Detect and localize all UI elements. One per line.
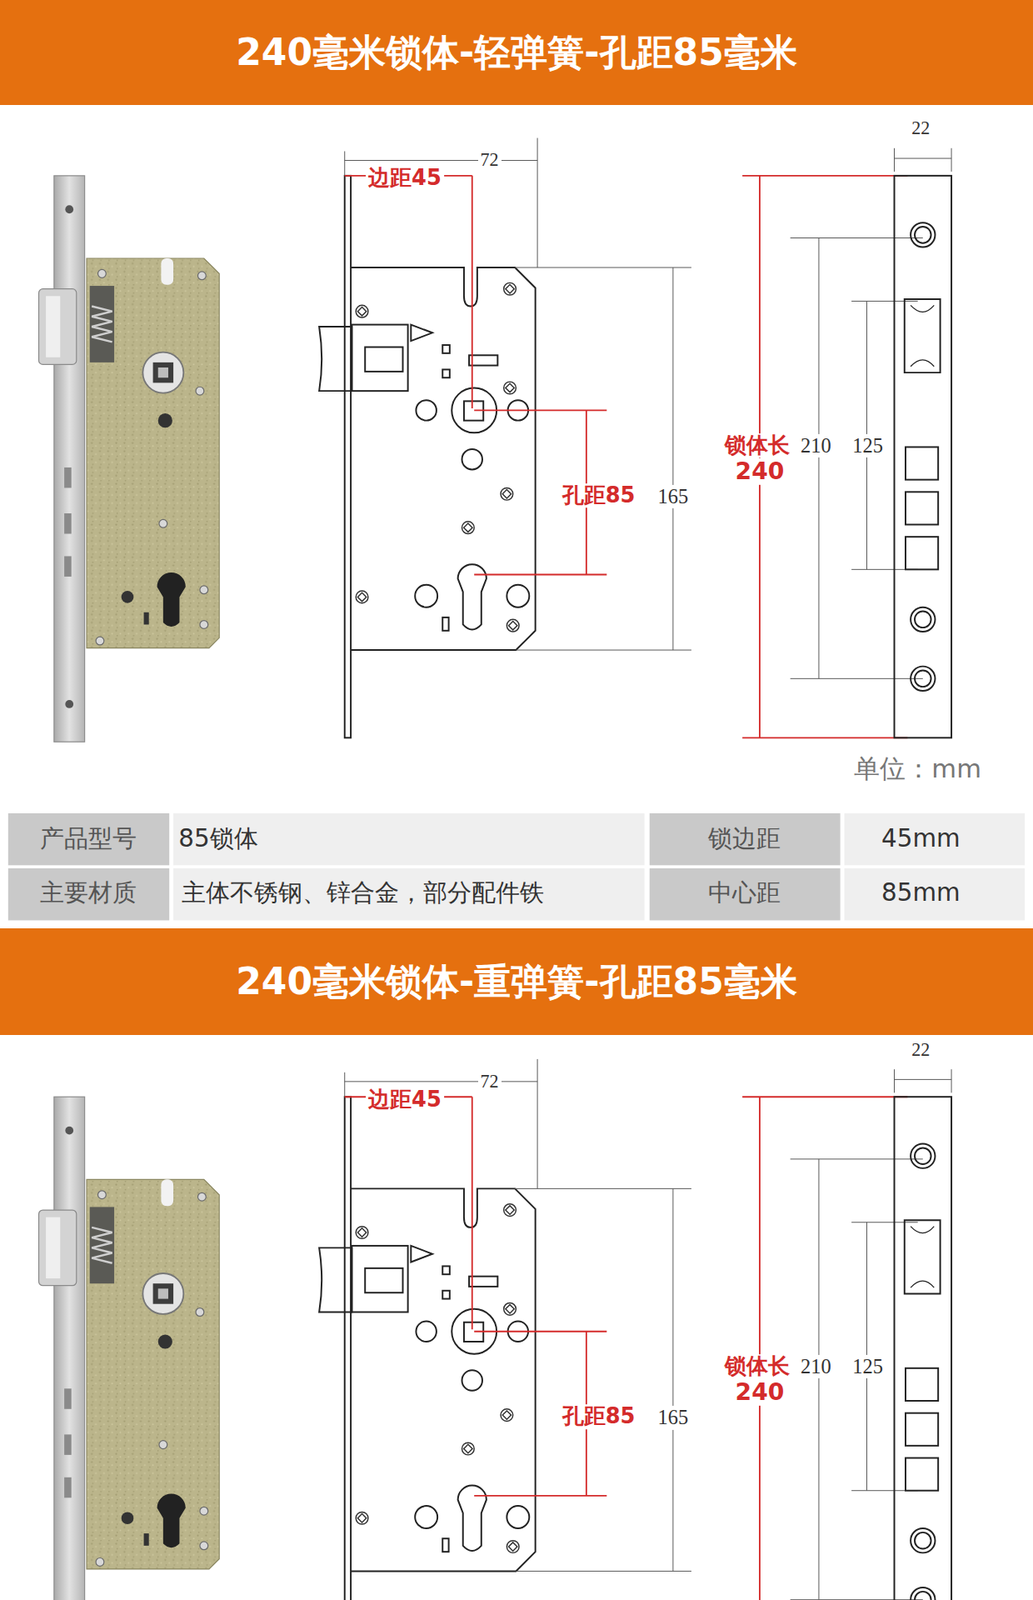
title-band: 240毫米锁体-轻弹簧-孔距85毫米 — [0, 0, 1033, 105]
table-cell: 85mm — [881, 878, 961, 908]
dimension: 210 — [798, 434, 834, 458]
red-dimension: 孔距85 — [559, 1403, 639, 1429]
dimension: 165 — [655, 1405, 692, 1429]
band-title: 240毫米锁体-重弹簧-孔距85毫米 — [235, 957, 798, 1007]
red-dimension: 锁体长 — [722, 433, 793, 459]
table-cell: 主体不锈钢、锌合金，部分配件铁 — [181, 878, 544, 908]
dimension: 125 — [849, 434, 886, 458]
red-dimension: 240 — [733, 457, 788, 485]
red-dimension: 锁体长 — [722, 1353, 793, 1379]
dimension: 22 — [908, 1038, 933, 1060]
dimension: 72 — [478, 149, 502, 171]
spec-table — [8, 813, 1025, 921]
red-dimension: 孔距85 — [559, 483, 639, 509]
band-title: 240毫米锁体-轻弹簧-孔距85毫米 — [235, 28, 798, 78]
table-cell: 85锁体 — [178, 825, 258, 854]
dimension: 125 — [849, 1354, 886, 1378]
title-band: 240毫米锁体-重弹簧-孔距85毫米 — [0, 928, 1033, 1036]
table-header: 主要材质 — [39, 878, 137, 908]
dimension: 72 — [478, 1070, 502, 1092]
red-dimension: 240 — [733, 1378, 788, 1406]
red-dimension: 边距45 — [365, 1087, 445, 1113]
table-header: 产品型号 — [39, 825, 137, 854]
dimension: 165 — [655, 484, 692, 509]
table-header: 锁边距 — [708, 825, 781, 854]
red-dimension: 边距45 — [365, 165, 445, 191]
dimension: 22 — [908, 118, 933, 140]
table-cell: 45mm — [881, 825, 961, 854]
table-header: 中心距 — [708, 878, 781, 908]
unit-note: 单位：mm — [853, 753, 982, 784]
dimension: 210 — [798, 1354, 834, 1378]
